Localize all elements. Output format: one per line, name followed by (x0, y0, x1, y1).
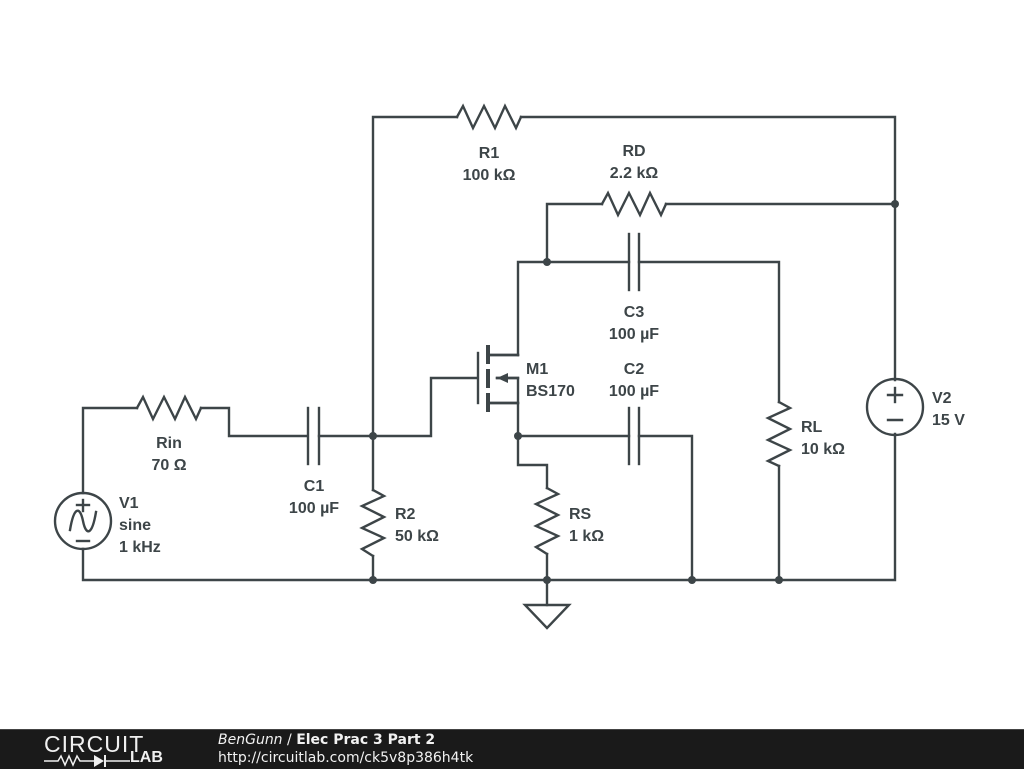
circuitlab-logo-text: CIRCUIT (44, 731, 145, 757)
label-v1-value: 1 kHz (119, 539, 161, 556)
ground-icon (522, 603, 572, 630)
label-c1-value: 100 µF (289, 500, 339, 517)
label-v1-name: V1 (119, 495, 139, 512)
wire-r1-left (371, 115, 459, 438)
junction-dot (369, 576, 377, 584)
resistor-rd-symbol[interactable] (600, 190, 668, 218)
label-c2-value: 100 µF (609, 383, 659, 400)
circuit-title-line: BenGunn / Elec Prac 3 Part 2 (218, 732, 435, 748)
label-c2-name: C2 (624, 361, 645, 378)
title-separator: / (282, 732, 297, 748)
resistor-r1-symbol[interactable] (455, 103, 523, 131)
label-r1-value: 100 kΩ (463, 167, 516, 184)
circuitlab-logo-graphic: LAB (44, 749, 174, 768)
resistor-rs-symbol[interactable] (533, 486, 561, 556)
label-rin-value: 70 Ω (151, 457, 186, 474)
mosfet-arrow-icon (497, 373, 508, 383)
resistor-rin-symbol[interactable] (135, 394, 203, 422)
junction-dot (369, 432, 377, 440)
label-m1-value: BS170 (526, 383, 575, 400)
circuit-title[interactable]: Elec Prac 3 Part 2 (296, 732, 436, 748)
label-rl-name: RL (801, 419, 823, 436)
wire-drain (516, 260, 631, 357)
wire-ground-rail (81, 432, 897, 582)
wire-rd-left (545, 202, 604, 264)
wire-rin-c1 (199, 406, 309, 438)
wire-c3-rl (637, 260, 781, 404)
junction-dot (543, 576, 551, 584)
wire-r1-right (519, 115, 897, 382)
label-c3-name: C3 (624, 304, 645, 321)
label-r1-name: R1 (479, 145, 500, 162)
voltage-source-v1-symbol[interactable] (53, 491, 113, 551)
label-rl-value: 10 kΩ (801, 441, 845, 458)
circuit-schematic: R1 100 kΩ RD 2.2 kΩ C3 100 µF M1 BS170 C… (53, 103, 965, 630)
junction-dot (775, 576, 783, 584)
sine-wave-icon (68, 509, 98, 533)
label-rs-value: 1 kΩ (569, 528, 604, 545)
label-v2-name: V2 (932, 390, 952, 407)
junction-dot (891, 200, 899, 208)
label-r2-value: 50 kΩ (395, 528, 439, 545)
label-c1-name: C1 (304, 478, 325, 495)
junction-dot (514, 432, 522, 440)
footer-bar: CIRCUIT LAB BenGunn / Elec Prac 3 Part 2… (0, 729, 1024, 769)
wire-v1-rin (81, 406, 139, 495)
mosfet-m1-symbol[interactable] (476, 345, 520, 412)
label-rs-name: RS (569, 506, 592, 523)
junction-dot (543, 258, 551, 266)
resistor-diode-icon (44, 754, 130, 767)
junction-dot (688, 576, 696, 584)
label-v1-type: sine (119, 517, 151, 534)
wire-c1-gate (317, 376, 478, 438)
label-m1-name: M1 (526, 361, 548, 378)
resistor-r2-symbol[interactable] (359, 488, 387, 558)
label-rd-name: RD (622, 143, 645, 160)
wire-source (489, 401, 549, 490)
resistor-rl-symbol[interactable] (765, 400, 793, 468)
author-link[interactable]: BenGunn (218, 732, 283, 748)
junctions (369, 200, 899, 584)
label-v2-value: 15 V (932, 412, 965, 429)
circuit-url-link[interactable]: http://circuitlab.com/ck5v8p386h4tk (218, 750, 474, 766)
circuitlab-logo-lab: LAB (130, 749, 163, 766)
label-c3-value: 100 µF (609, 326, 659, 343)
label-rin-name: Rin (156, 435, 182, 452)
label-rd-value: 2.2 kΩ (610, 165, 659, 182)
capacitor-c2-symbol[interactable] (627, 406, 641, 466)
component-labels: R1 100 kΩ RD 2.2 kΩ C3 100 µF M1 BS170 C… (119, 143, 965, 556)
capacitor-c1-symbol[interactable] (306, 406, 321, 466)
capacitor-c3-symbol[interactable] (627, 232, 641, 292)
wire-c2-out (637, 434, 694, 582)
label-r2-name: R2 (395, 506, 416, 523)
voltage-source-v2-symbol[interactable] (865, 377, 925, 437)
